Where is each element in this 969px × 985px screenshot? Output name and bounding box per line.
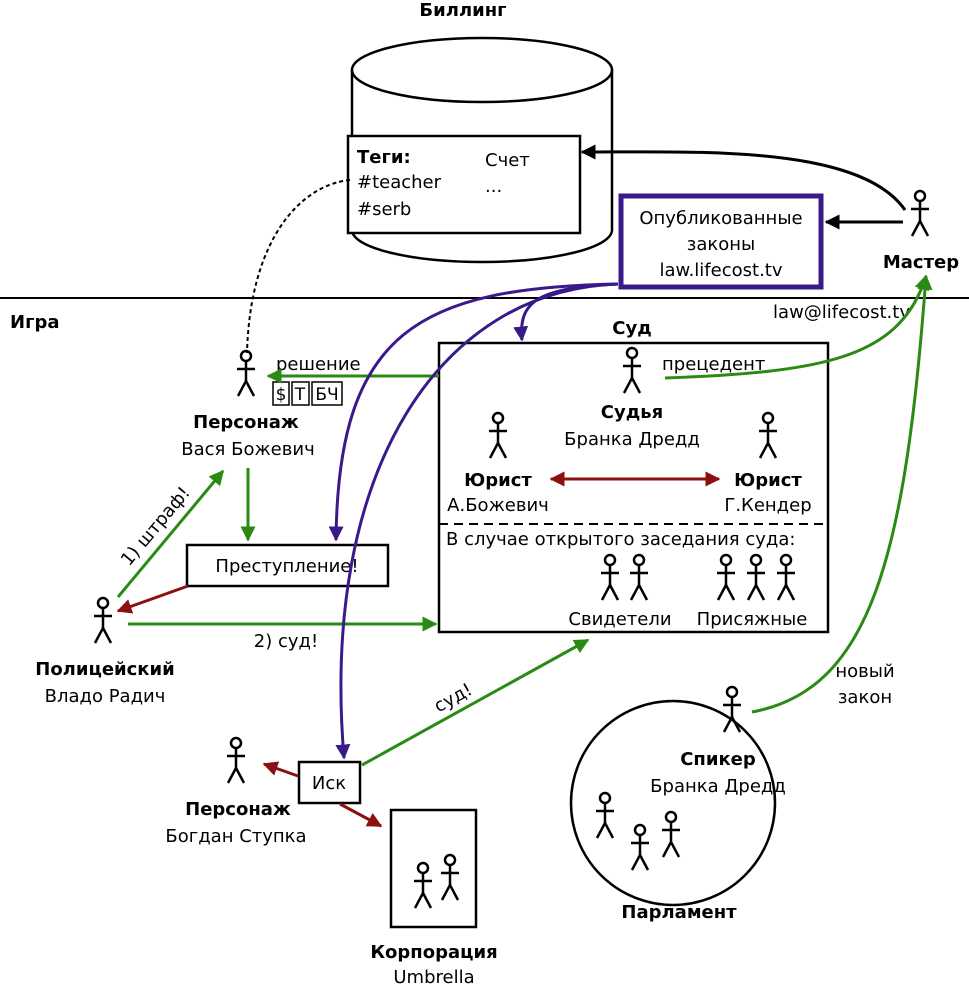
- crime-box: Преступление!: [185, 543, 390, 588]
- court-title: Суд: [612, 318, 651, 339]
- lawsuit-to-character2-arrow: [262, 761, 299, 778]
- judge-role: Судья: [601, 402, 663, 423]
- witnesses-label: Свидетели: [568, 609, 671, 630]
- character1-role: Персонаж: [193, 412, 299, 433]
- master-label: Мастер: [883, 252, 959, 273]
- fine-label: 1) штраф!: [117, 483, 195, 570]
- fine-arrow: [116, 469, 225, 598]
- parliament-label: Парламент: [621, 902, 737, 923]
- published-laws-box: Опубликованные законы law.lifecost.tv: [618, 193, 824, 290]
- laws-line2: законы: [687, 234, 755, 255]
- laws-to-lawsuit-arrow: [335, 282, 619, 760]
- character1-figure: [235, 349, 257, 398]
- lawsuit-label: Иск: [312, 773, 346, 794]
- billing-record-card: Теги: #teacher #serb Счет ...: [346, 134, 582, 235]
- laws-line1: Опубликованные: [639, 208, 802, 229]
- new-law-label-2: закон: [838, 687, 892, 708]
- lawsuit-box: Иск: [297, 760, 362, 805]
- lawyer-left-role: Юрист: [464, 470, 532, 491]
- tag-link-dashed: [246, 179, 351, 354]
- police-court-label: 2) суд!: [254, 631, 318, 652]
- court-box: [437, 341, 830, 634]
- character1-name: Вася Божевич: [181, 439, 314, 460]
- tag-serb: #serb: [357, 199, 411, 220]
- lawsuit-to-court-arrow: [361, 638, 590, 767]
- police-role: Полицейский: [35, 659, 175, 680]
- new-law-arrow: [751, 274, 933, 714]
- account-ellipsis: ...: [485, 176, 502, 197]
- crime-to-police-arrow: [116, 584, 189, 614]
- lawyer-left-name: А.Божевич: [447, 495, 549, 516]
- badge-t: Т: [294, 385, 306, 405]
- corporation-role: Корпорация: [370, 942, 497, 963]
- lawyer-right-role: Юрист: [734, 470, 802, 491]
- judge-name: Бранка Дредд: [564, 429, 700, 450]
- corporation-name: Umbrella: [393, 967, 474, 985]
- laws-to-court-arrow: [513, 282, 619, 342]
- billing-title: Биллинг: [419, 0, 506, 21]
- corporation-box: [389, 808, 478, 929]
- lawyer-right-name: Г.Кендер: [724, 495, 811, 516]
- tags-heading: Теги:: [357, 147, 411, 168]
- speaker-role: Спикер: [680, 749, 756, 770]
- master-to-billing-arrow: [580, 144, 907, 211]
- precedent-label: прецедент: [662, 354, 765, 375]
- tag-teacher: #teacher: [357, 172, 442, 193]
- police-figure: [92, 596, 114, 645]
- character1-badges: $ Т БЧ: [272, 381, 343, 406]
- character2-figure: [225, 736, 247, 785]
- police-name: Владо Радич: [45, 686, 166, 707]
- badge-bch: БЧ: [315, 385, 338, 405]
- master-email: law@lifecost.tv: [773, 302, 910, 323]
- speaker-name: Бранка Дредд: [650, 776, 786, 797]
- new-law-label-1: новый: [835, 661, 894, 682]
- badge-money: $: [276, 385, 287, 405]
- laws-line3: law.lifecost.tv: [659, 260, 782, 281]
- decision-label: решение: [276, 354, 361, 375]
- parliament-circle: [569, 699, 777, 907]
- game-label: Игра: [10, 312, 60, 333]
- lawsuit-to-corporation-arrow: [339, 802, 383, 828]
- character2-name: Богдан Ступка: [165, 826, 306, 847]
- precedent-arrow: [664, 274, 930, 380]
- laws-to-crime-arrow: [328, 282, 619, 542]
- jurors-label: Присяжные: [697, 609, 808, 630]
- lawsuit-court-label: суд!: [431, 679, 476, 717]
- open-session-label: В случае открытого заседания суда:: [446, 529, 795, 550]
- character2-role: Персонаж: [185, 799, 291, 820]
- crime-label: Преступление!: [215, 556, 358, 577]
- account-label: Счет: [485, 150, 530, 171]
- master-figure: [909, 189, 931, 238]
